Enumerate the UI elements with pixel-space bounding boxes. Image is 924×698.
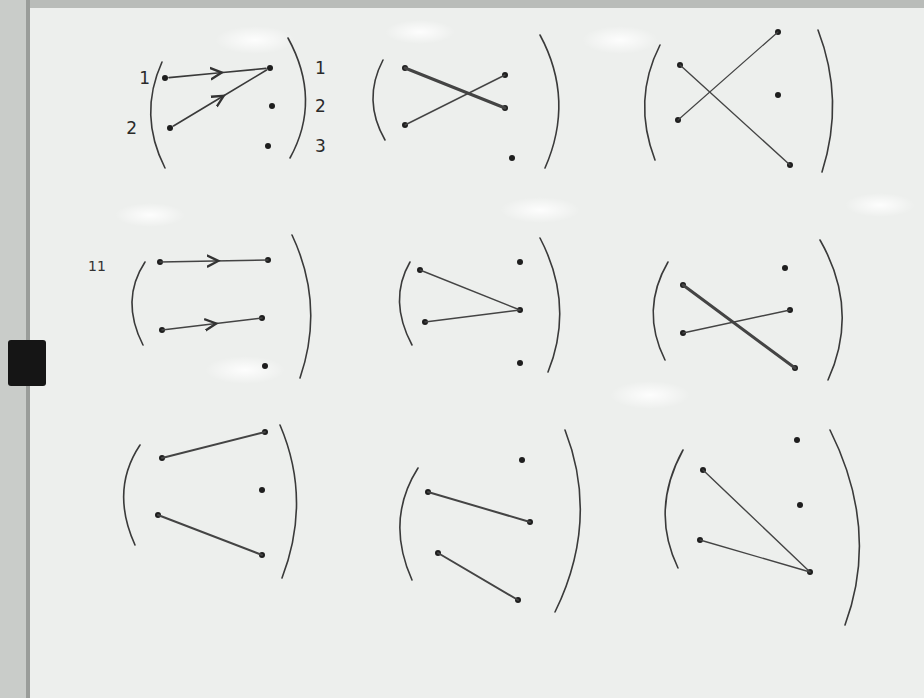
dot [155,29,813,603]
labelled-dot: 1 [267,60,326,77]
dot [167,125,173,131]
board-frame [0,0,924,8]
dot-number: 1 [315,60,326,77]
mapping-line [158,32,810,600]
labelled-dot: 2 [269,98,326,115]
dot-number: 2 [126,120,137,137]
labelled-dot: 1 [139,70,168,87]
note-mark: 11 [88,258,106,274]
glare [115,20,915,409]
labelled-dot: 3 [265,138,326,155]
board-clip [8,340,46,386]
arrow-connector [173,70,266,126]
dot [265,143,271,149]
dot [162,75,168,81]
dot-number: 2 [315,98,326,115]
arrow-connector [169,68,266,77]
dot-number: 3 [315,138,326,155]
dot [267,65,273,71]
dot [269,103,275,109]
bracket [124,30,860,625]
labelled-dot: 2 [126,120,173,137]
dot-number: 1 [139,70,150,87]
